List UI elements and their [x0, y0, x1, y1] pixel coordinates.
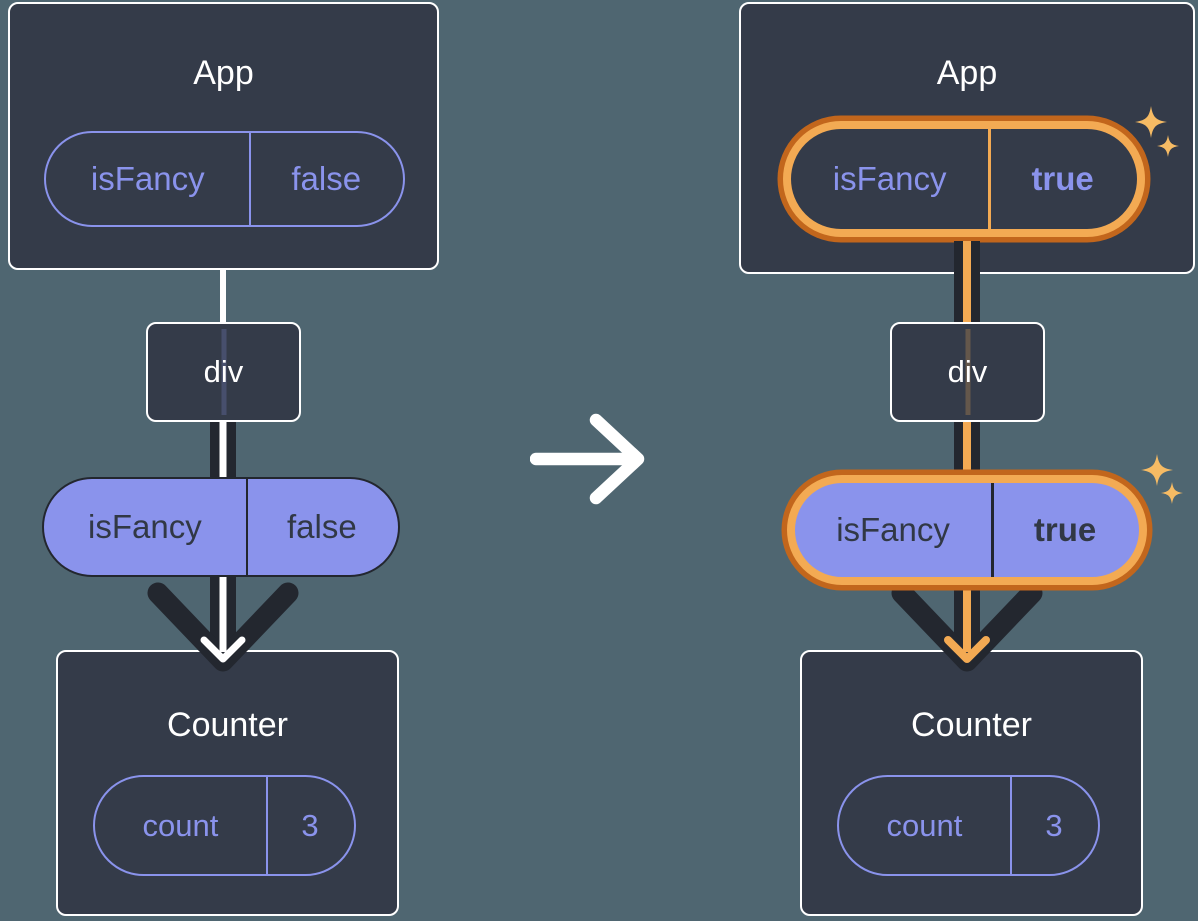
diagram-before: App isFancy false div isFancy false Coun…	[0, 0, 460, 921]
state-key: isFancy	[90, 160, 205, 197]
app-title: App	[193, 54, 254, 92]
app-state-pill-highlighted: isFancy true	[783, 121, 1145, 237]
prop-value: true	[1033, 511, 1097, 548]
app-card: App isFancy true	[739, 2, 1195, 274]
pill-divider	[991, 483, 994, 577]
count-value: 3	[1045, 807, 1063, 843]
prop-key: isFancy	[88, 508, 202, 545]
pill-divider	[265, 777, 268, 874]
pass-prop-arrow-icon	[147, 574, 299, 672]
counter-title: Counter	[911, 706, 1032, 744]
pill-divider	[245, 479, 249, 575]
tag-node: div	[890, 322, 1045, 422]
connector-app-div	[954, 241, 980, 326]
count-pill: count 3	[837, 775, 1100, 876]
state-value: true	[1031, 160, 1094, 197]
tag-label: div	[203, 354, 244, 389]
diagram-after: App isFancy true div isFancy true Counte…	[739, 0, 1198, 921]
counter-title: Counter	[167, 706, 288, 744]
count-key: count	[886, 807, 963, 843]
tag-label: div	[947, 354, 988, 389]
count-value: 3	[301, 807, 319, 843]
app-card: App isFancy false	[8, 2, 439, 270]
prop-key: isFancy	[836, 511, 950, 548]
connector-div-prop	[210, 420, 236, 480]
state-key: isFancy	[832, 160, 947, 197]
connector-app-div	[220, 268, 226, 326]
prop-value: false	[287, 508, 357, 545]
arrow-stripe	[963, 574, 971, 652]
app-title: App	[936, 54, 998, 92]
counter-card: Counter count 3	[800, 650, 1143, 916]
state-value: false	[291, 160, 362, 197]
arrow-stripe	[219, 574, 227, 652]
transition-arrow-icon	[530, 413, 645, 505]
sparkle-icon	[1157, 135, 1179, 157]
connector-div-prop	[954, 420, 980, 480]
pill-divider	[988, 129, 991, 229]
sparkle-icon	[1161, 482, 1183, 504]
counter-card: Counter count 3	[56, 650, 399, 916]
prop-pill-highlighted: isFancy true	[787, 475, 1147, 585]
arrow-head	[200, 636, 246, 663]
sparkle-icon	[1135, 106, 1167, 138]
pill-divider	[249, 133, 252, 225]
app-state-pill: isFancy false	[44, 131, 405, 227]
pill-divider	[1009, 777, 1012, 874]
count-key: count	[142, 807, 219, 843]
prop-pill: isFancy false	[42, 477, 400, 577]
count-pill: count 3	[93, 775, 356, 876]
sparkle-icon	[1141, 454, 1173, 486]
tag-node: div	[146, 322, 301, 422]
arrow-head	[944, 636, 990, 663]
pass-prop-arrow-icon	[891, 574, 1043, 672]
